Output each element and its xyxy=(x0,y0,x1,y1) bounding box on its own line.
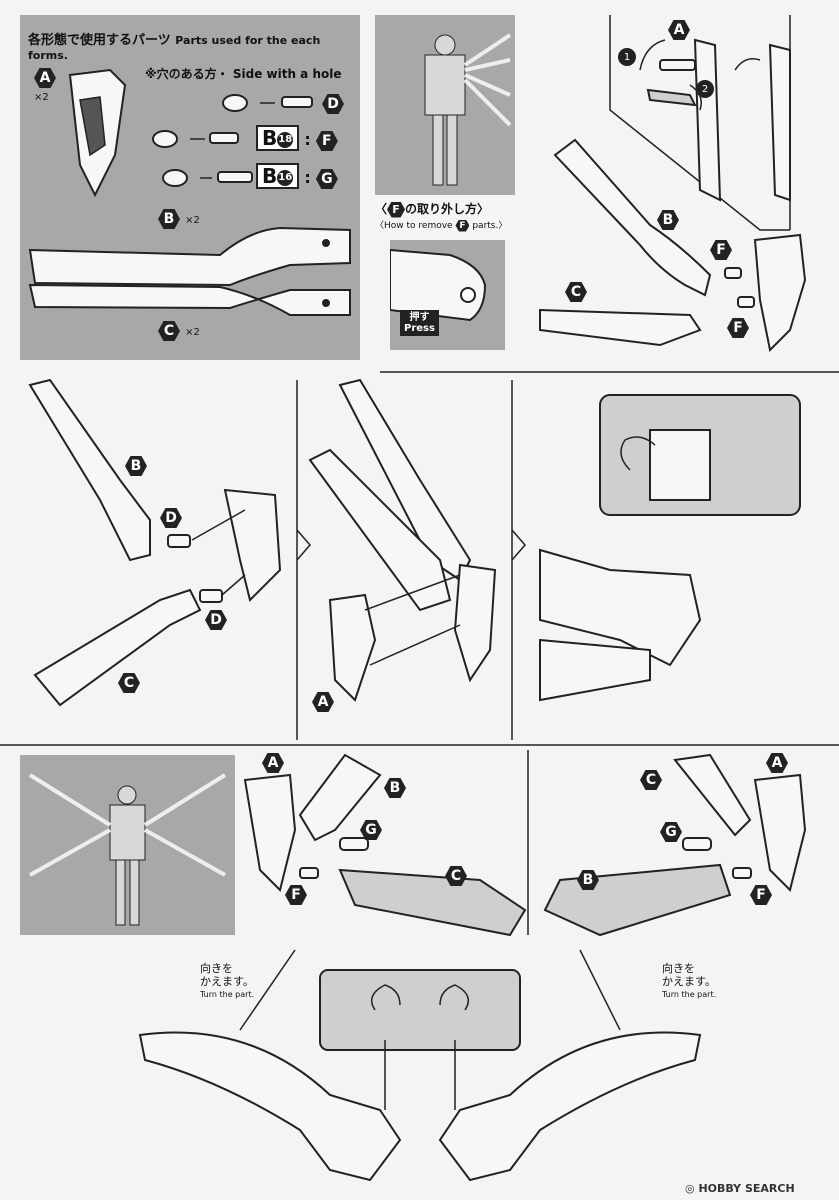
part-b-label: B ×2 xyxy=(158,208,200,229)
press-jp: 押す xyxy=(409,312,430,323)
hole-note-en: Side with a hole xyxy=(232,67,342,81)
badge-d: D xyxy=(322,94,344,114)
qty-a: ×2 xyxy=(34,92,49,103)
hole-note: ※穴のある方・ Side with a hole xyxy=(145,67,342,81)
label-a-mid: A xyxy=(312,692,334,712)
watermark-icon: ◎ xyxy=(685,1182,695,1195)
label-f-top-1: F xyxy=(710,240,732,260)
turn-note-left-jp2: かえます。 xyxy=(200,975,254,988)
code-letter: B xyxy=(262,126,278,150)
label-a-bottom-right: A xyxy=(766,753,788,773)
watermark: ◎ HOBBY SEARCH xyxy=(685,1182,795,1195)
badge-c: C xyxy=(158,321,180,341)
turn-note-left: 向きを かえます。 Turn the part. xyxy=(200,962,254,1001)
turn-note-right-jp1: 向きを xyxy=(662,962,695,975)
label-c-top: C xyxy=(565,282,587,302)
label-a-callout: A xyxy=(668,20,690,40)
step-2-icon: 2 xyxy=(696,80,714,98)
label-f-bottom-left: F xyxy=(285,885,307,905)
remove-title-jp: の取り外し方 xyxy=(405,202,478,216)
part-c-label: C ×2 xyxy=(158,320,200,341)
label-g-bottom-left: G xyxy=(360,820,382,840)
turn-note-right-en: Turn the part. xyxy=(662,990,717,999)
badge-f-small: F xyxy=(455,219,470,232)
label-a-bottom-left: A xyxy=(262,753,284,773)
code-number: 16 xyxy=(277,169,294,186)
mech-photo-top xyxy=(375,15,515,195)
turn-note-left-en: Turn the part. xyxy=(200,990,255,999)
label-c-bottom-right: C xyxy=(640,770,662,790)
remove-diagram: 押す Press xyxy=(390,240,505,350)
parts-row-d: D xyxy=(322,93,344,114)
press-en: Press xyxy=(404,323,435,334)
label-b-bottom-right: B xyxy=(577,870,599,890)
badge-b: B xyxy=(158,209,180,229)
turn-note-left-jp1: 向きを xyxy=(200,962,233,975)
label-d-mid-2: D xyxy=(205,610,227,630)
badge-f-remove: F xyxy=(387,201,406,218)
parts-panel-title: 各形態で使用するパーツ Parts used for the each form… xyxy=(28,29,360,63)
title-jp: 各形態で使用するパーツ xyxy=(28,33,171,48)
part-a-label: A ×2 xyxy=(34,67,56,103)
parts-row-f: B18 : F xyxy=(256,125,338,151)
label-b-top: B xyxy=(657,210,679,230)
label-f-bottom-right: F xyxy=(750,885,772,905)
turn-note-right: 向きを かえます。 Turn the part. xyxy=(662,962,716,1001)
remove-prefix: How to remove xyxy=(384,220,453,231)
remove-suffix: parts. xyxy=(472,220,499,231)
badge-a: A xyxy=(34,68,56,88)
parts-panel-drawing xyxy=(28,68,351,316)
title-en: Parts used for the each forms. xyxy=(28,34,321,62)
label-c-mid: C xyxy=(118,673,140,693)
code-b18: B18 xyxy=(256,125,300,151)
mech-photo-bottom xyxy=(20,755,235,935)
remove-subtitle: 〈How to remove F parts.〉 xyxy=(375,219,508,232)
qty-c: ×2 xyxy=(185,327,200,338)
step-1-icon: 1 xyxy=(618,48,636,66)
code-b16: B16 xyxy=(256,163,300,189)
badge-f: F xyxy=(315,131,338,151)
parts-panel: 各形態で使用するパーツ Parts used for the each form… xyxy=(20,15,360,360)
label-c-bottom-left: C xyxy=(445,866,467,886)
label-b-bottom-left: B xyxy=(384,778,406,798)
label-g-bottom-right: G xyxy=(660,822,682,842)
watermark-text: HOBBY SEARCH xyxy=(698,1182,795,1195)
qty-b: ×2 xyxy=(185,215,200,226)
hole-note-jp: ※穴のある方 xyxy=(145,67,217,81)
code-number: 18 xyxy=(277,131,294,148)
turn-note-right-jp2: かえます。 xyxy=(662,975,716,988)
press-label: 押す Press xyxy=(400,310,439,336)
label-b-mid: B xyxy=(125,456,147,476)
code-letter: B xyxy=(262,164,278,188)
parts-row-g: B16 : G xyxy=(256,163,338,189)
badge-g: G xyxy=(315,169,338,189)
label-d-mid-1: D xyxy=(160,508,182,528)
label-f-top-2: F xyxy=(727,318,749,338)
